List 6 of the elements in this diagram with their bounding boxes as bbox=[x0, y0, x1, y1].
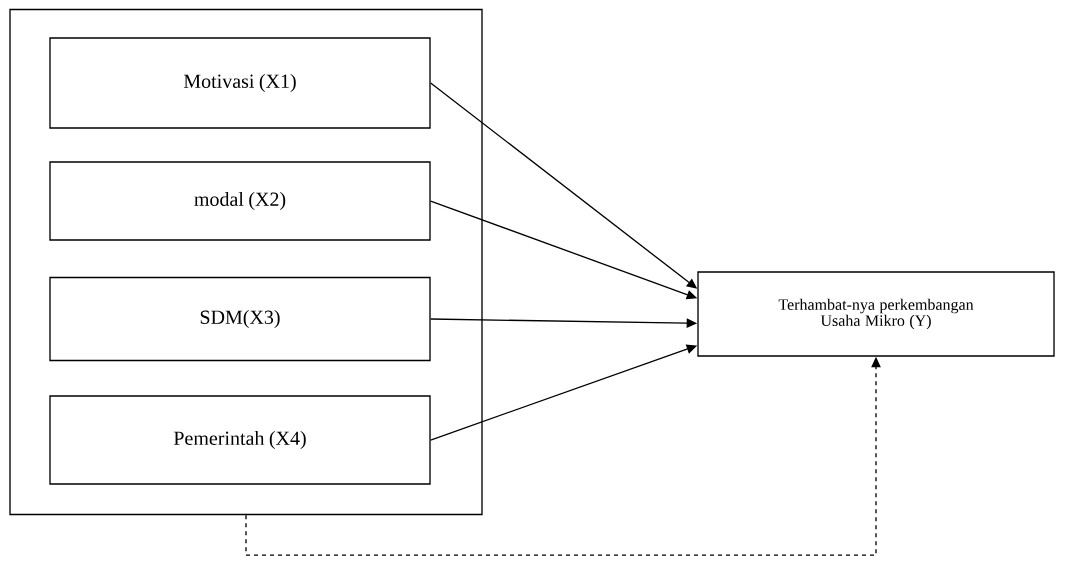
outcome-box: Terhambat-nya perkembangan Usaha Mikro (Y) bbox=[697, 271, 1055, 357]
variable-box: Pemerintah (X4) bbox=[49, 395, 431, 485]
variable-box: Motivasi (X1) bbox=[49, 37, 431, 129]
variable-box: SDM(X3) bbox=[49, 276, 431, 362]
variable-box: modal (X2) bbox=[49, 161, 431, 241]
group-box bbox=[9, 8, 483, 516]
